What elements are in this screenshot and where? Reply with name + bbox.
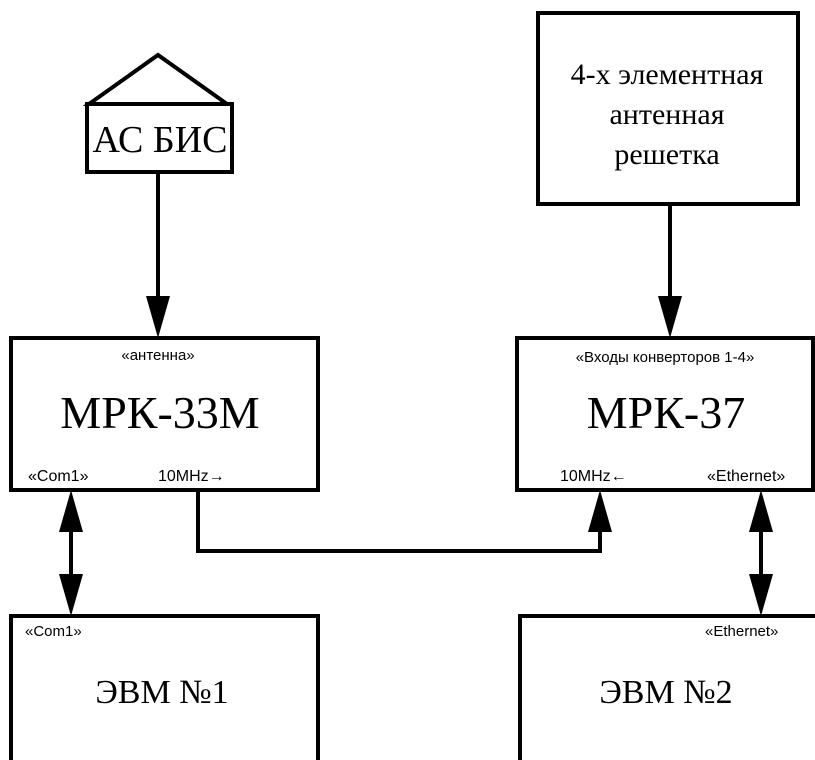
arrowhead-up	[59, 490, 83, 532]
antenna-array-to-mrk37-arrow	[658, 204, 682, 338]
arrowhead-down	[146, 296, 170, 338]
pc1-block: «Com1» ЭВМ №1	[9, 614, 320, 760]
mrk33-com1-port-label: «Com1»	[28, 468, 89, 485]
pc1-title: ЭВМ №1	[95, 674, 228, 711]
arrowhead-up	[588, 490, 612, 532]
pc2-box	[518, 614, 815, 760]
mrk37-title: МРК-37	[587, 387, 745, 438]
mrk37-block: «Входы конверторов 1-4» МРК-37 10MHz← «E…	[515, 336, 815, 492]
mrk37-ethernet-port-label: «Ethernet»	[707, 468, 785, 485]
arrowhead-down	[749, 574, 773, 616]
asbis-to-mrk33-arrow	[146, 172, 170, 338]
pc1-box	[9, 614, 320, 760]
ethernet-link-arrow	[749, 490, 773, 616]
mrk33-antenna-port-label: «антенна»	[121, 347, 194, 364]
pc2-title: ЭВМ №2	[599, 674, 732, 711]
antenna-array-line-3: решетка	[614, 138, 719, 171]
clock-10mhz-link-arrow	[196, 490, 612, 553]
arrowhead-down	[658, 296, 682, 338]
arrowhead-up	[749, 490, 773, 532]
asbis-block: АС БИС	[82, 52, 234, 174]
antenna-array-block: 4-х элементная антенная решетка	[536, 11, 800, 206]
pc2-block: «Ethernet» ЭВМ №2	[518, 614, 815, 760]
antenna-array-line-2: антенная	[609, 98, 724, 131]
antenna-array-line-1: 4-х элементная	[571, 58, 764, 91]
com1-serial-link-arrow	[59, 490, 83, 616]
asbis-label: АС БИС	[92, 119, 227, 161]
pc1-com1-port-label: «Com1»	[25, 623, 82, 640]
arrowhead-down	[59, 574, 83, 616]
mrk33-block: «антенна» МРК-33М «Com1» 10MHz→	[9, 336, 320, 492]
mrk37-clock-port-label: 10MHz←	[560, 468, 627, 485]
mrk37-box	[515, 336, 815, 492]
asbis-roof	[82, 52, 234, 106]
mrk33-title: МРК-33М	[60, 387, 259, 438]
antenna-array-box	[536, 11, 800, 206]
mrk33-clock-port-label: 10MHz→	[158, 468, 225, 485]
pc2-ethernet-port-label: «Ethernet»	[705, 623, 778, 640]
mrk37-inputs-port-label: «Входы конверторов 1-4»	[576, 349, 755, 366]
mrk33-box	[9, 336, 320, 492]
